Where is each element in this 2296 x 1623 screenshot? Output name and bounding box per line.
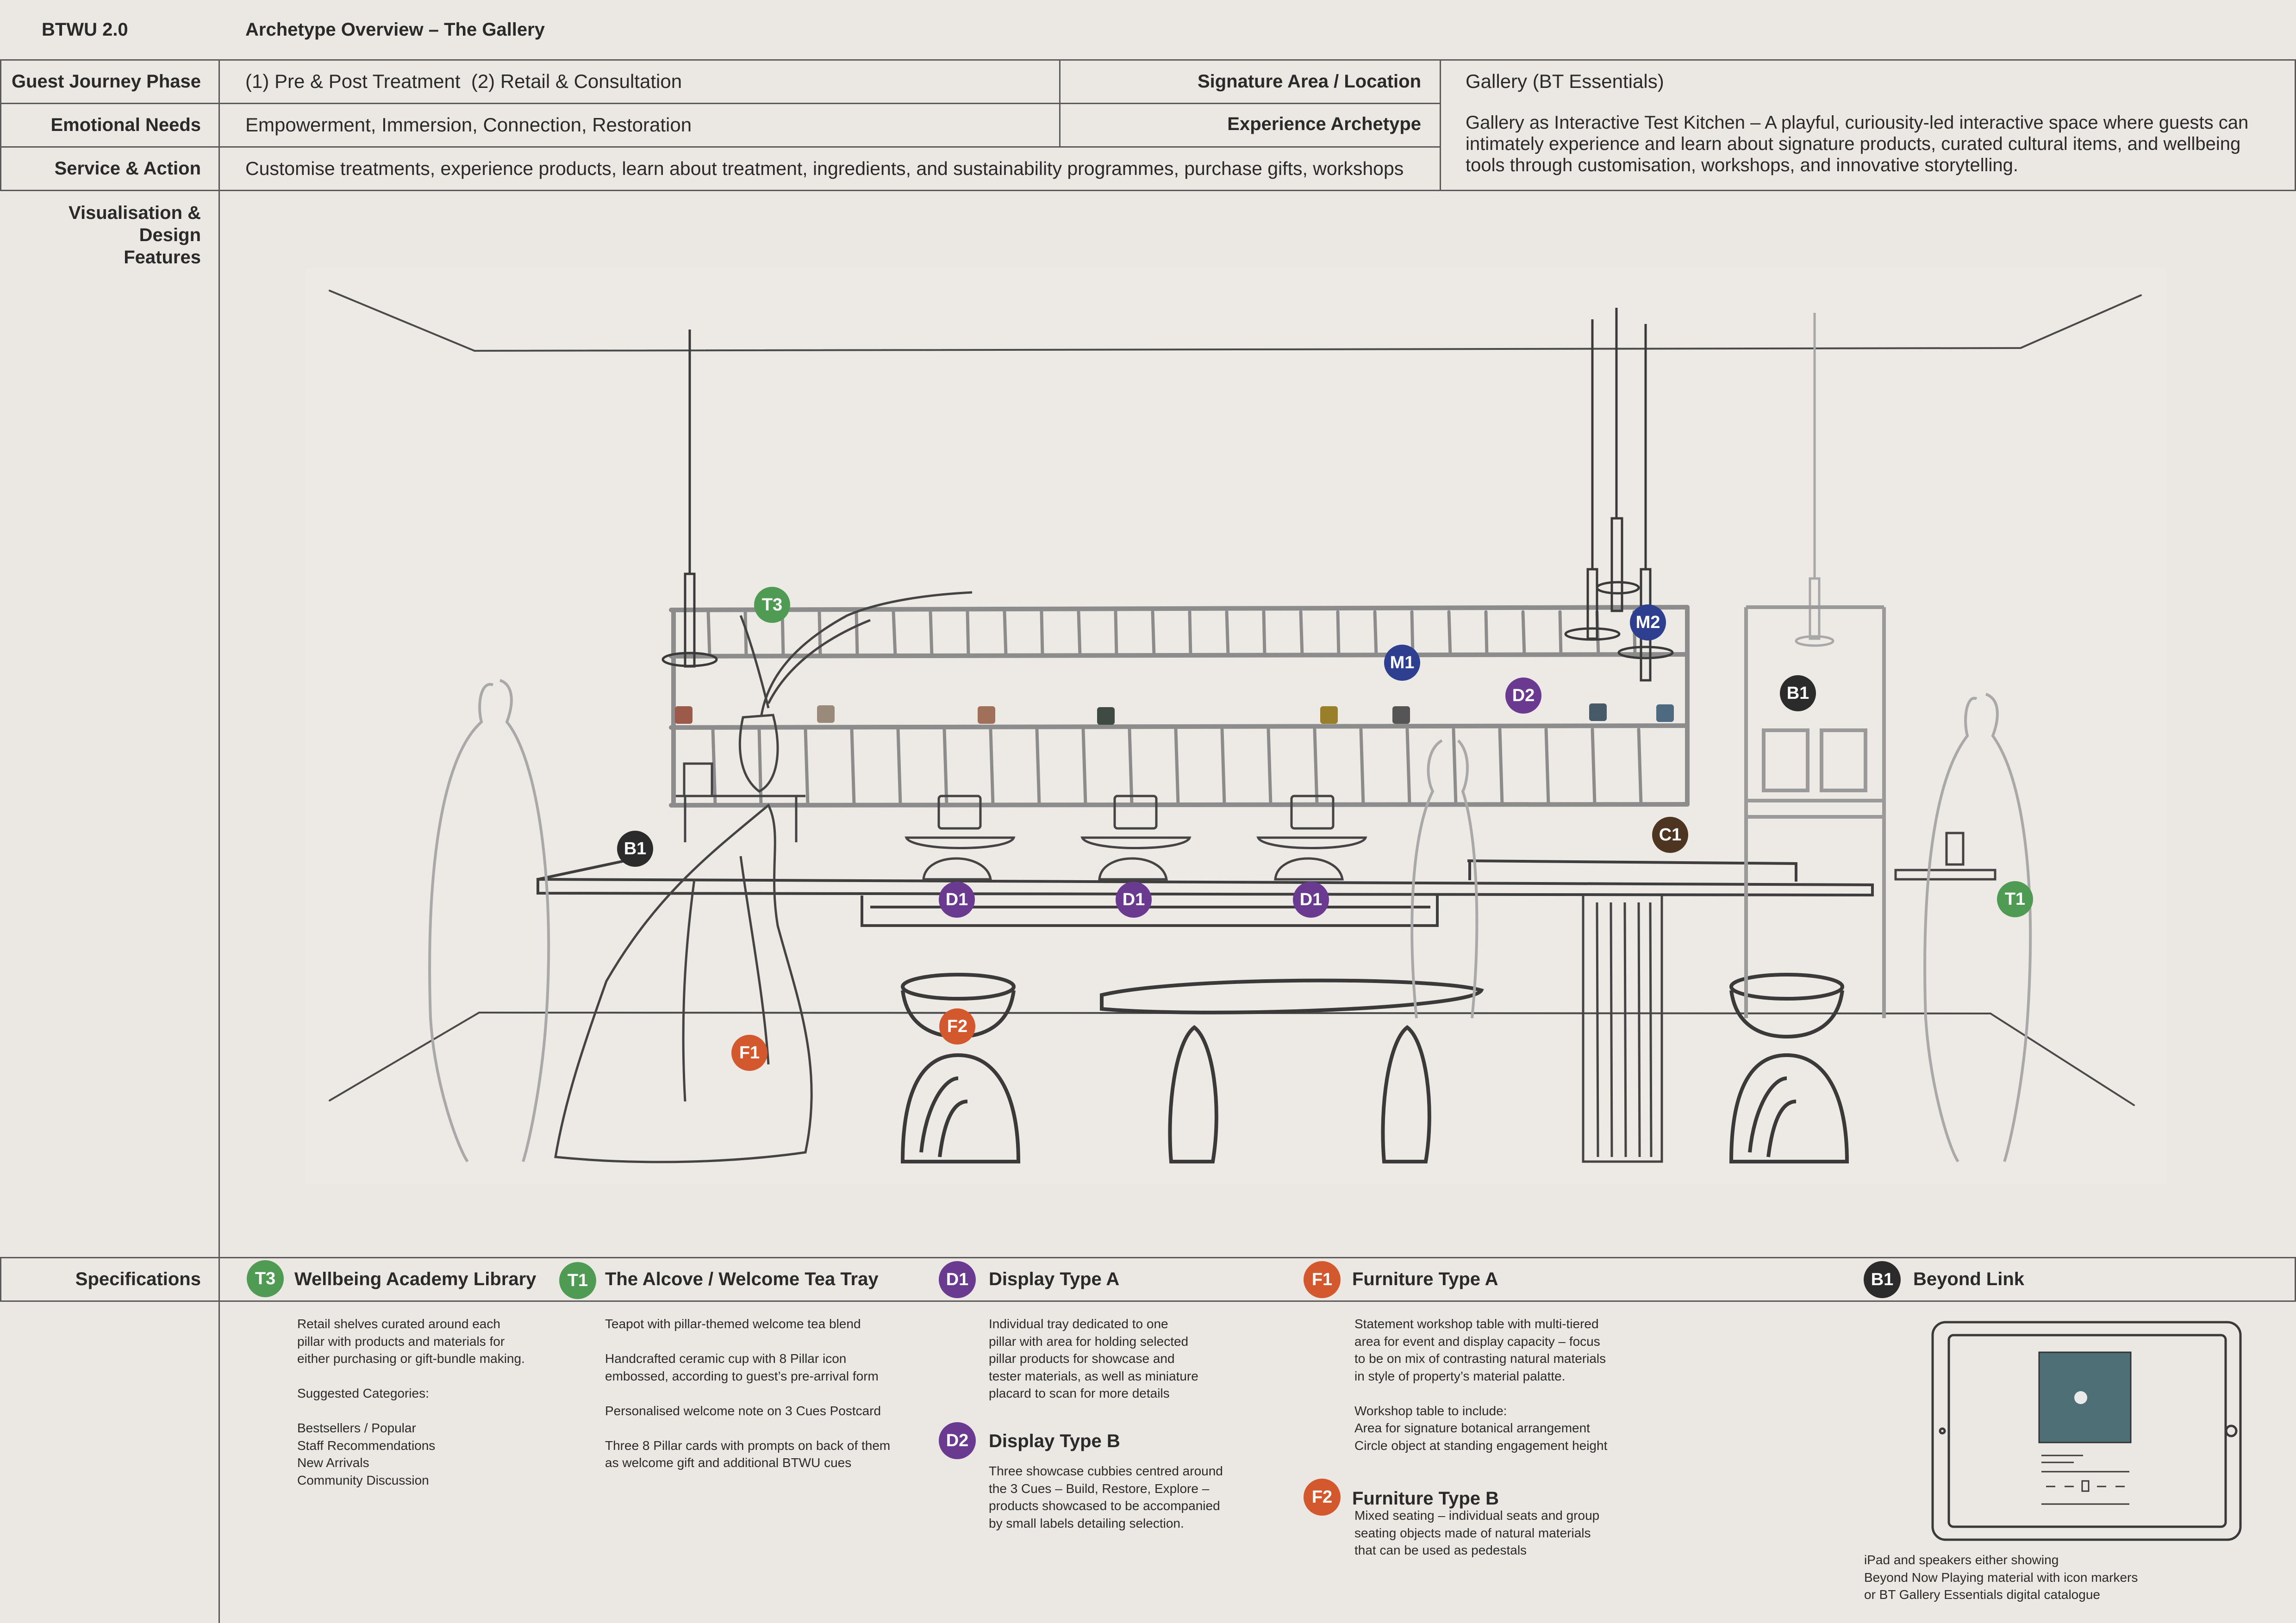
grid-line [0, 1300, 2296, 1302]
page-title: Archetype Overview – The Gallery [245, 19, 545, 40]
spec-body-b1: iPad and speakers either showing Beyond … [1864, 1553, 2138, 1602]
value-emotional-needs: Empowerment, Immersion, Connection, Rest… [245, 114, 692, 136]
label-specifications: Specifications [75, 1269, 201, 1289]
spec-body-f2: Mixed seating – individual seats and gro… [1354, 1508, 1600, 1557]
value-experience-archetype: Gallery as Interactive Test Kitchen – A … [1466, 112, 2249, 175]
spec-body-t3: Retail shelves curated around each pilla… [297, 1317, 525, 1487]
spec-title-b1: Beyond Link [1913, 1269, 2025, 1289]
marker-d1-right[interactable]: D1 [1293, 882, 1329, 918]
grid-line [1059, 59, 1061, 146]
spec-title-f1: Furniture Type A [1352, 1269, 1498, 1289]
grid-line [0, 103, 1440, 104]
spec-title-d2: Display Type B [989, 1431, 1120, 1451]
marker-m1[interactable]: M1 [1384, 645, 1420, 681]
marker-d1-center[interactable]: D1 [1116, 882, 1152, 918]
spec-badge-d2: D2 [939, 1422, 976, 1459]
spec-title-f2: Furniture Type B [1352, 1488, 1499, 1509]
spec-body-d2: Three showcase cubbies centred around th… [989, 1464, 1223, 1530]
label-experience-archetype: Experience Archetype [1227, 114, 1421, 134]
spec-title-t1: The Alcove / Welcome Tea Tray [605, 1269, 879, 1289]
grid-line [0, 146, 1440, 148]
spec-title-t3: Wellbeing Academy Library [294, 1269, 537, 1289]
grid-line [0, 59, 1, 190]
spec-badge-f2: F2 [1304, 1479, 1341, 1516]
spec-title-d1: Display Type A [989, 1269, 1120, 1289]
spec-body-t1: Teapot with pillar-themed welcome tea bl… [605, 1317, 891, 1470]
label-service-action: Service & Action [54, 158, 201, 179]
marker-b1-shelf[interactable]: B1 [1780, 675, 1816, 711]
spec-badge-t3: T3 [247, 1260, 284, 1297]
marker-c1[interactable]: C1 [1652, 817, 1688, 853]
marker-d2[interactable]: D2 [1505, 678, 1541, 714]
marker-f2[interactable]: F2 [939, 1008, 975, 1045]
doc-code: BTWU 2.0 [42, 19, 128, 40]
spec-badge-d1: D1 [939, 1261, 976, 1298]
grid-line [0, 1257, 2296, 1258]
label-visualisation: Visualisation & Design Features [68, 203, 201, 267]
marker-d1-left[interactable]: D1 [939, 882, 975, 918]
value-service-action: Customise treatments, experience product… [245, 158, 1404, 179]
spec-badge-b1: B1 [1864, 1261, 1901, 1298]
grid-line [2295, 1257, 2296, 1300]
grid-line [0, 190, 2296, 191]
label-signature-area: Signature Area / Location [1197, 71, 1421, 92]
spec-badge-f1: F1 [1304, 1261, 1341, 1298]
grid-line [0, 1257, 1, 1300]
marker-t1[interactable]: T1 [1997, 881, 2033, 917]
grid-line [2295, 59, 2296, 190]
grid-line [1440, 59, 1441, 190]
value-signature-area: Gallery (BT Essentials) [1466, 70, 1664, 92]
grid-line [218, 59, 220, 1623]
spec-badge-t1: T1 [559, 1262, 596, 1299]
marker-m2[interactable]: M2 [1630, 604, 1666, 640]
marker-t3[interactable]: T3 [754, 587, 790, 623]
label-guest-journey: Guest Journey Phase [11, 71, 201, 92]
label-emotional-needs: Emotional Needs [50, 115, 201, 135]
spec-body-d1: Individual tray dedicated to one pillar … [989, 1317, 1198, 1400]
grid-line [0, 59, 2296, 61]
value-guest-journey: (1) Pre & Post Treatment (2) Retail & Co… [245, 70, 682, 92]
spec-body-f1: Statement workshop table with multi-tier… [1354, 1317, 1608, 1453]
marker-b1-counter[interactable]: B1 [617, 831, 653, 867]
marker-f1[interactable]: F1 [731, 1035, 767, 1071]
